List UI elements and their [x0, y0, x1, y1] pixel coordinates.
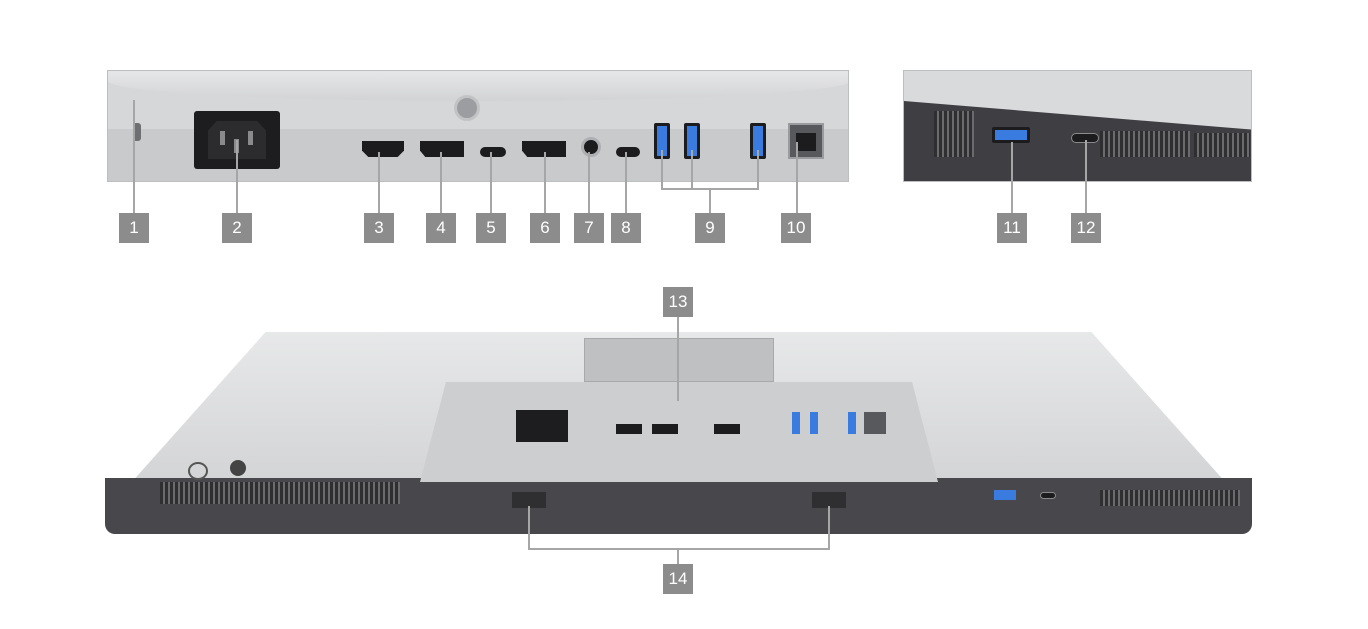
bottom-vent [160, 482, 400, 504]
side-vent [934, 111, 974, 157]
usb-a-port-icon [994, 490, 1016, 500]
stand-clip [812, 492, 846, 508]
callout-7: 7 [574, 213, 604, 243]
side-vent [1194, 133, 1250, 157]
callout-8: 8 [611, 213, 641, 243]
callout-6: 6 [530, 213, 560, 243]
displayport-icon [522, 141, 566, 157]
usb-c-port-icon [480, 147, 506, 157]
usb-a-port-icon [654, 123, 670, 159]
callout-9: 9 [695, 213, 725, 243]
displayport-icon [420, 141, 464, 157]
side-io-panel [903, 70, 1252, 182]
stand-clip [512, 492, 546, 508]
callout-1: 1 [119, 213, 149, 243]
hdmi-port-icon [362, 141, 404, 157]
usb-c-port-icon [1040, 492, 1056, 499]
side-vent [1100, 131, 1190, 157]
usb-a-port-icon [750, 123, 766, 159]
callout-5: 5 [476, 213, 506, 243]
mounting-hole-icon [454, 95, 480, 121]
callout-14: 14 [663, 564, 693, 594]
audio-jack-icon [581, 137, 601, 157]
usb-a-port-icon [684, 123, 700, 159]
io-bay [420, 382, 938, 482]
security-lock-slot-icon [133, 123, 141, 141]
callout-12: 12 [1071, 213, 1101, 243]
bottom-vent [1100, 490, 1240, 506]
callout-2: 2 [222, 213, 252, 243]
ethernet-port-icon [788, 123, 824, 159]
usb-c-port-icon [616, 147, 640, 157]
panel-top-lip [108, 71, 848, 101]
usb-a-port-icon [992, 127, 1030, 143]
callout-11: 11 [997, 213, 1027, 243]
callout-3: 3 [364, 213, 394, 243]
rear-io-panel [107, 70, 849, 182]
stand-neck [584, 338, 774, 382]
callout-10: 10 [781, 213, 811, 243]
power-button-icon [188, 462, 208, 480]
callout-4: 4 [426, 213, 456, 243]
joystick-icon [230, 460, 246, 476]
callout-13: 13 [663, 287, 693, 317]
